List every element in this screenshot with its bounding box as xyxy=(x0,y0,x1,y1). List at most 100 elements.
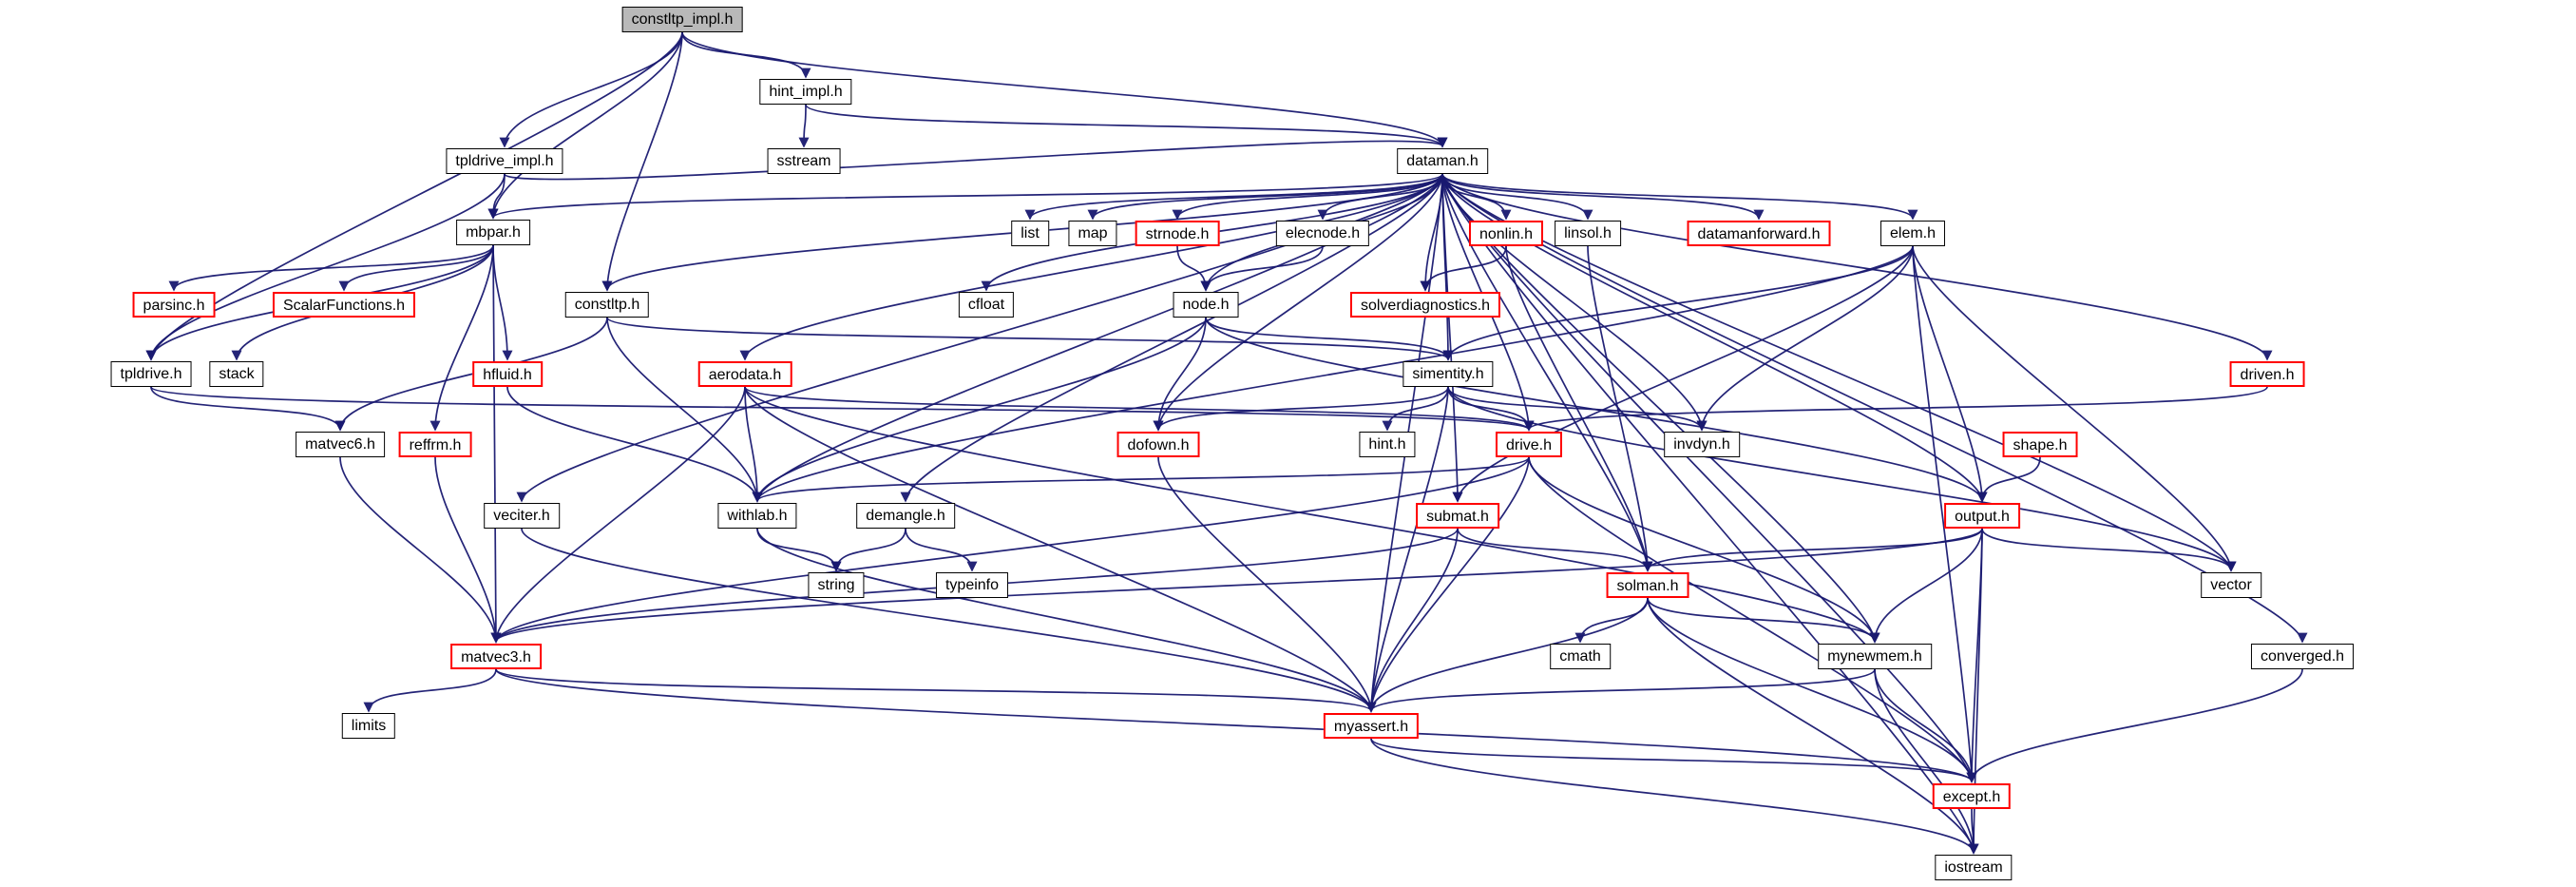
edge-elem-to-simentity xyxy=(1442,245,1914,361)
graph-node-elem[interactable]: elem.h xyxy=(1880,221,1946,246)
graph-node-aerodata[interactable]: aerodata.h xyxy=(697,361,792,387)
graph-node-cfloat[interactable]: cfloat xyxy=(958,292,1015,318)
graph-node-invdyn[interactable]: invdyn.h xyxy=(1664,432,1740,457)
graph-node-list[interactable]: list xyxy=(1011,221,1049,246)
graph-node-elecnode[interactable]: elecnode.h xyxy=(1275,221,1370,246)
graph-node-solman[interactable]: solman.h xyxy=(1606,572,1689,598)
edge-constltp-to-simentity xyxy=(606,317,1454,361)
graph-node-simentity[interactable]: simentity.h xyxy=(1402,361,1494,387)
graph-node-constltp_impl[interactable]: constltp_impl.h xyxy=(621,7,743,32)
graph-node-scalarfunctions[interactable]: ScalarFunctions.h xyxy=(272,292,416,318)
graph-node-dofown[interactable]: dofown.h xyxy=(1116,432,1200,457)
graph-node-drive[interactable]: drive.h xyxy=(1495,432,1563,457)
edge-aerodata-to-mynewmem xyxy=(744,386,1880,644)
graph-node-veciter[interactable]: veciter.h xyxy=(484,503,560,529)
edge-dataman-to-output xyxy=(1441,173,1988,503)
graph-node-vector[interactable]: vector xyxy=(2201,572,2261,598)
graph-node-stack[interactable]: stack xyxy=(209,361,264,387)
graph-node-constltp[interactable]: constltp.h xyxy=(564,292,650,318)
edge-simentity-to-hint xyxy=(1382,386,1449,432)
edge-mbpar-to-matvec3 xyxy=(490,244,502,644)
edge-matvec3-to-limits xyxy=(363,668,497,713)
edge-reffrm-to-matvec3 xyxy=(434,456,502,644)
edge-constltp_impl-to-tpldrive xyxy=(145,31,683,361)
edge-simentity-to-drive xyxy=(1447,386,1535,432)
edge-node-to-simentity xyxy=(1205,317,1454,361)
edge-constltp_impl-to-tpldrive_impl xyxy=(499,31,683,148)
graph-node-output[interactable]: output.h xyxy=(1944,503,2020,529)
graph-node-hfluid[interactable]: hfluid.h xyxy=(472,361,543,387)
graph-node-matvec3[interactable]: matvec3.h xyxy=(450,644,542,669)
graph-node-cmath[interactable]: cmath xyxy=(1550,644,1611,669)
edge-dataman-to-except xyxy=(1441,173,1977,783)
graph-node-linsol[interactable]: linsol.h xyxy=(1555,221,1621,246)
graph-node-tpldrive[interactable]: tpldrive.h xyxy=(110,361,192,387)
edge-matvec3-to-except xyxy=(495,668,1977,783)
edge-veciter-to-myassert xyxy=(521,528,1377,713)
graph-node-solverdiagnostics[interactable]: solverdiagnostics.h xyxy=(1349,292,1501,318)
graph-node-nonlin[interactable]: nonlin.h xyxy=(1468,221,1544,246)
edge-submat-to-myassert xyxy=(1365,528,1459,713)
edge-solman-to-except xyxy=(1647,597,1977,783)
edge-dataman-to-withlab xyxy=(752,173,1443,503)
graph-node-string[interactable]: string xyxy=(808,572,865,598)
edge-constltp-to-withlab xyxy=(606,317,763,503)
graph-node-matvec6[interactable]: matvec6.h xyxy=(296,432,385,457)
edge-dataman-to-driven xyxy=(1441,173,2273,361)
graph-node-map[interactable]: map xyxy=(1068,221,1117,246)
graph-node-myassert[interactable]: myassert.h xyxy=(1323,713,1420,739)
edge-output-to-matvec3 xyxy=(490,528,1983,644)
edge-drive-to-mynewmem xyxy=(1528,456,1880,644)
edge-solman-to-mynewmem xyxy=(1647,597,1880,644)
edge-tpldrive-to-matvec6 xyxy=(150,386,346,432)
edge-dataman-to-submat xyxy=(1441,173,1463,503)
edge-except-to-iostream xyxy=(1968,808,1979,855)
edge-elecnode-to-node xyxy=(1200,245,1324,292)
graph-node-typeinfo[interactable]: typeinfo xyxy=(935,572,1009,598)
edge-mbpar-to-reffrm xyxy=(429,244,494,432)
graph-node-strnode[interactable]: strnode.h xyxy=(1135,221,1220,246)
graph-node-withlab[interactable]: withlab.h xyxy=(717,503,797,529)
edge-drive-to-myassert xyxy=(1365,456,1530,713)
edge-matvec3-to-myassert xyxy=(495,668,1377,713)
edge-dataman-to-demangle xyxy=(900,173,1443,503)
edge-elem-to-vector xyxy=(1912,245,2237,572)
edge-dataman-to-converged xyxy=(1441,173,2308,644)
graph-node-demangle[interactable]: demangle.h xyxy=(856,503,955,529)
edge-mbpar-to-hfluid xyxy=(492,244,513,361)
graph-node-parsinc[interactable]: parsinc.h xyxy=(132,292,216,318)
graph-node-limits[interactable]: limits xyxy=(341,713,396,739)
graph-node-sstream[interactable]: sstream xyxy=(767,148,841,174)
edge-mynewmem-to-iostream xyxy=(1874,668,1979,855)
edge-driven-to-drive xyxy=(1523,386,2268,432)
graph-node-node[interactable]: node.h xyxy=(1173,292,1239,318)
edge-elem-to-except xyxy=(1912,245,1977,783)
edge-drive-to-matvec3 xyxy=(490,456,1530,644)
edge-dataman-to-map xyxy=(1087,173,1443,221)
edge-linsol-to-solman xyxy=(1587,245,1653,572)
graph-node-mynewmem[interactable]: mynewmem.h xyxy=(1818,644,1932,669)
graph-node-converged[interactable]: converged.h xyxy=(2250,644,2355,669)
graph-node-iostream[interactable]: iostream xyxy=(1935,855,2013,880)
edge-elem-to-submat xyxy=(1452,245,1914,503)
graph-node-mbpar[interactable]: mbpar.h xyxy=(456,220,530,245)
graph-node-shape[interactable]: shape.h xyxy=(2002,432,2078,457)
edge-demangle-to-string xyxy=(830,528,906,572)
graph-node-datamanforward[interactable]: datamanforward.h xyxy=(1687,221,1831,246)
edge-dataman-to-invdyn xyxy=(1441,173,1708,432)
edge-hfluid-to-withlab xyxy=(506,386,763,503)
edge-aerodata-to-matvec3 xyxy=(490,386,746,644)
graph-node-hint_impl[interactable]: hint_impl.h xyxy=(759,79,852,105)
graph-node-hint[interactable]: hint.h xyxy=(1359,432,1416,457)
graph-node-except[interactable]: except.h xyxy=(1932,783,2012,809)
graph-node-dataman[interactable]: dataman.h xyxy=(1397,148,1488,174)
graph-node-submat[interactable]: submat.h xyxy=(1416,503,1499,529)
edge-dataman-to-datamanforward xyxy=(1441,173,1765,221)
graph-node-reffrm[interactable]: reffrm.h xyxy=(398,432,472,457)
edge-constltp_impl-to-dataman xyxy=(681,31,1448,148)
graph-node-tpldrive_impl[interactable]: tpldrive_impl.h xyxy=(446,148,563,174)
edge-simentity-to-vector xyxy=(1447,386,2237,572)
graph-node-driven[interactable]: driven.h xyxy=(2229,361,2305,387)
